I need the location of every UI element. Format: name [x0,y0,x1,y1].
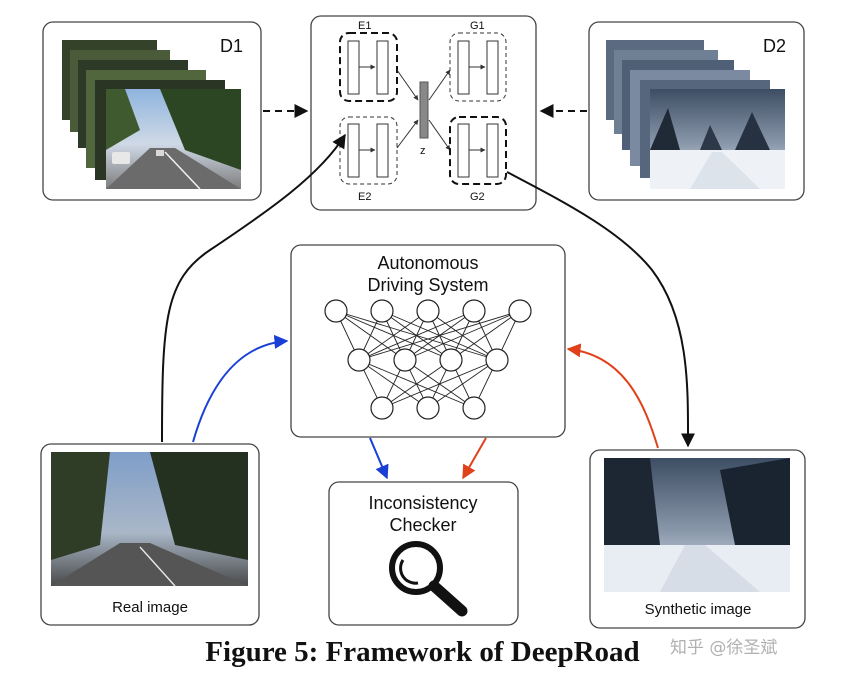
real-image-label: Real image [112,599,188,616]
nn-connection [450,310,521,361]
unit-model-panel: E1 E2 z G1 G2 [310,15,537,211]
checker-title-line1: Inconsistency [368,493,477,513]
nn-node-layer-2 [393,348,417,372]
generator1-label: G1 [470,20,485,32]
figure-caption: Figure 5: Framework of DeepRoad [205,636,640,668]
domain2-front-image [650,89,785,189]
nn-node-layer-1 [416,299,440,323]
generator-to-synthetic-arrow [506,171,696,448]
ads-panel: Autonomous Driving System [290,244,566,438]
synthetic-image-label: Synthetic image [645,601,752,618]
domain1-image-stack [62,40,241,190]
real-to-ads-arrow [192,334,289,443]
latent-label: z [420,145,426,157]
latent-space: z [396,69,451,157]
real-to-encoder-arrow [161,133,346,443]
domain2-label: D2 [763,36,786,56]
watermark: 知乎 @徐圣斌 [670,638,778,658]
synthetic-to-ads-arrow [566,343,659,449]
nn-connection [427,359,498,409]
domain1-label: D1 [220,36,243,56]
checker-title-line2: Checker [389,515,456,535]
ads-to-checker-blue-arrow [369,437,389,480]
search-icon [389,541,468,617]
synthetic-image-panel: Synthetic image [589,449,806,629]
nn-connection [358,310,521,361]
synthetic-image-photo [604,458,790,592]
domain2-panel: D2 [588,21,805,201]
ads-title-line2: Driving System [367,275,488,295]
nn-node-layer-2 [439,348,463,372]
nn-node-layer-1 [370,299,394,323]
encoder1-label: E1 [358,20,371,32]
nn-node-layer-2 [347,348,371,372]
neural-network-icon [324,299,532,420]
nn-connection [381,359,452,409]
nn-node-layer-2 [485,348,509,372]
nn-connection [358,310,475,361]
inconsistency-checker-panel: Inconsistency Checker [328,481,519,626]
encoder2: E2 [339,116,398,203]
encoder1: E1 [339,20,398,102]
domain2-image-stack [606,40,785,189]
nn-node-layer-1 [462,299,486,323]
nn-node-layer-1 [508,299,532,323]
generator1: G1 [449,20,507,102]
nn-node-layer-3 [416,396,440,420]
generator2: G2 [449,116,507,203]
real-image-panel: Real image [40,443,260,626]
generator2-label: G2 [470,191,485,203]
domain1-front-image [106,89,241,190]
ads-to-checker-red-arrow [462,437,487,480]
nn-connection [404,310,521,361]
domain1-panel: D1 [42,21,262,201]
nn-connection [381,359,498,409]
nn-node-layer-1 [324,299,348,323]
encoder2-label: E2 [358,191,371,203]
nn-connection [358,310,429,361]
nn-node-layer-3 [462,396,486,420]
real-image-photo [51,452,248,587]
ads-title-line1: Autonomous [377,253,478,273]
nn-node-layer-3 [370,396,394,420]
